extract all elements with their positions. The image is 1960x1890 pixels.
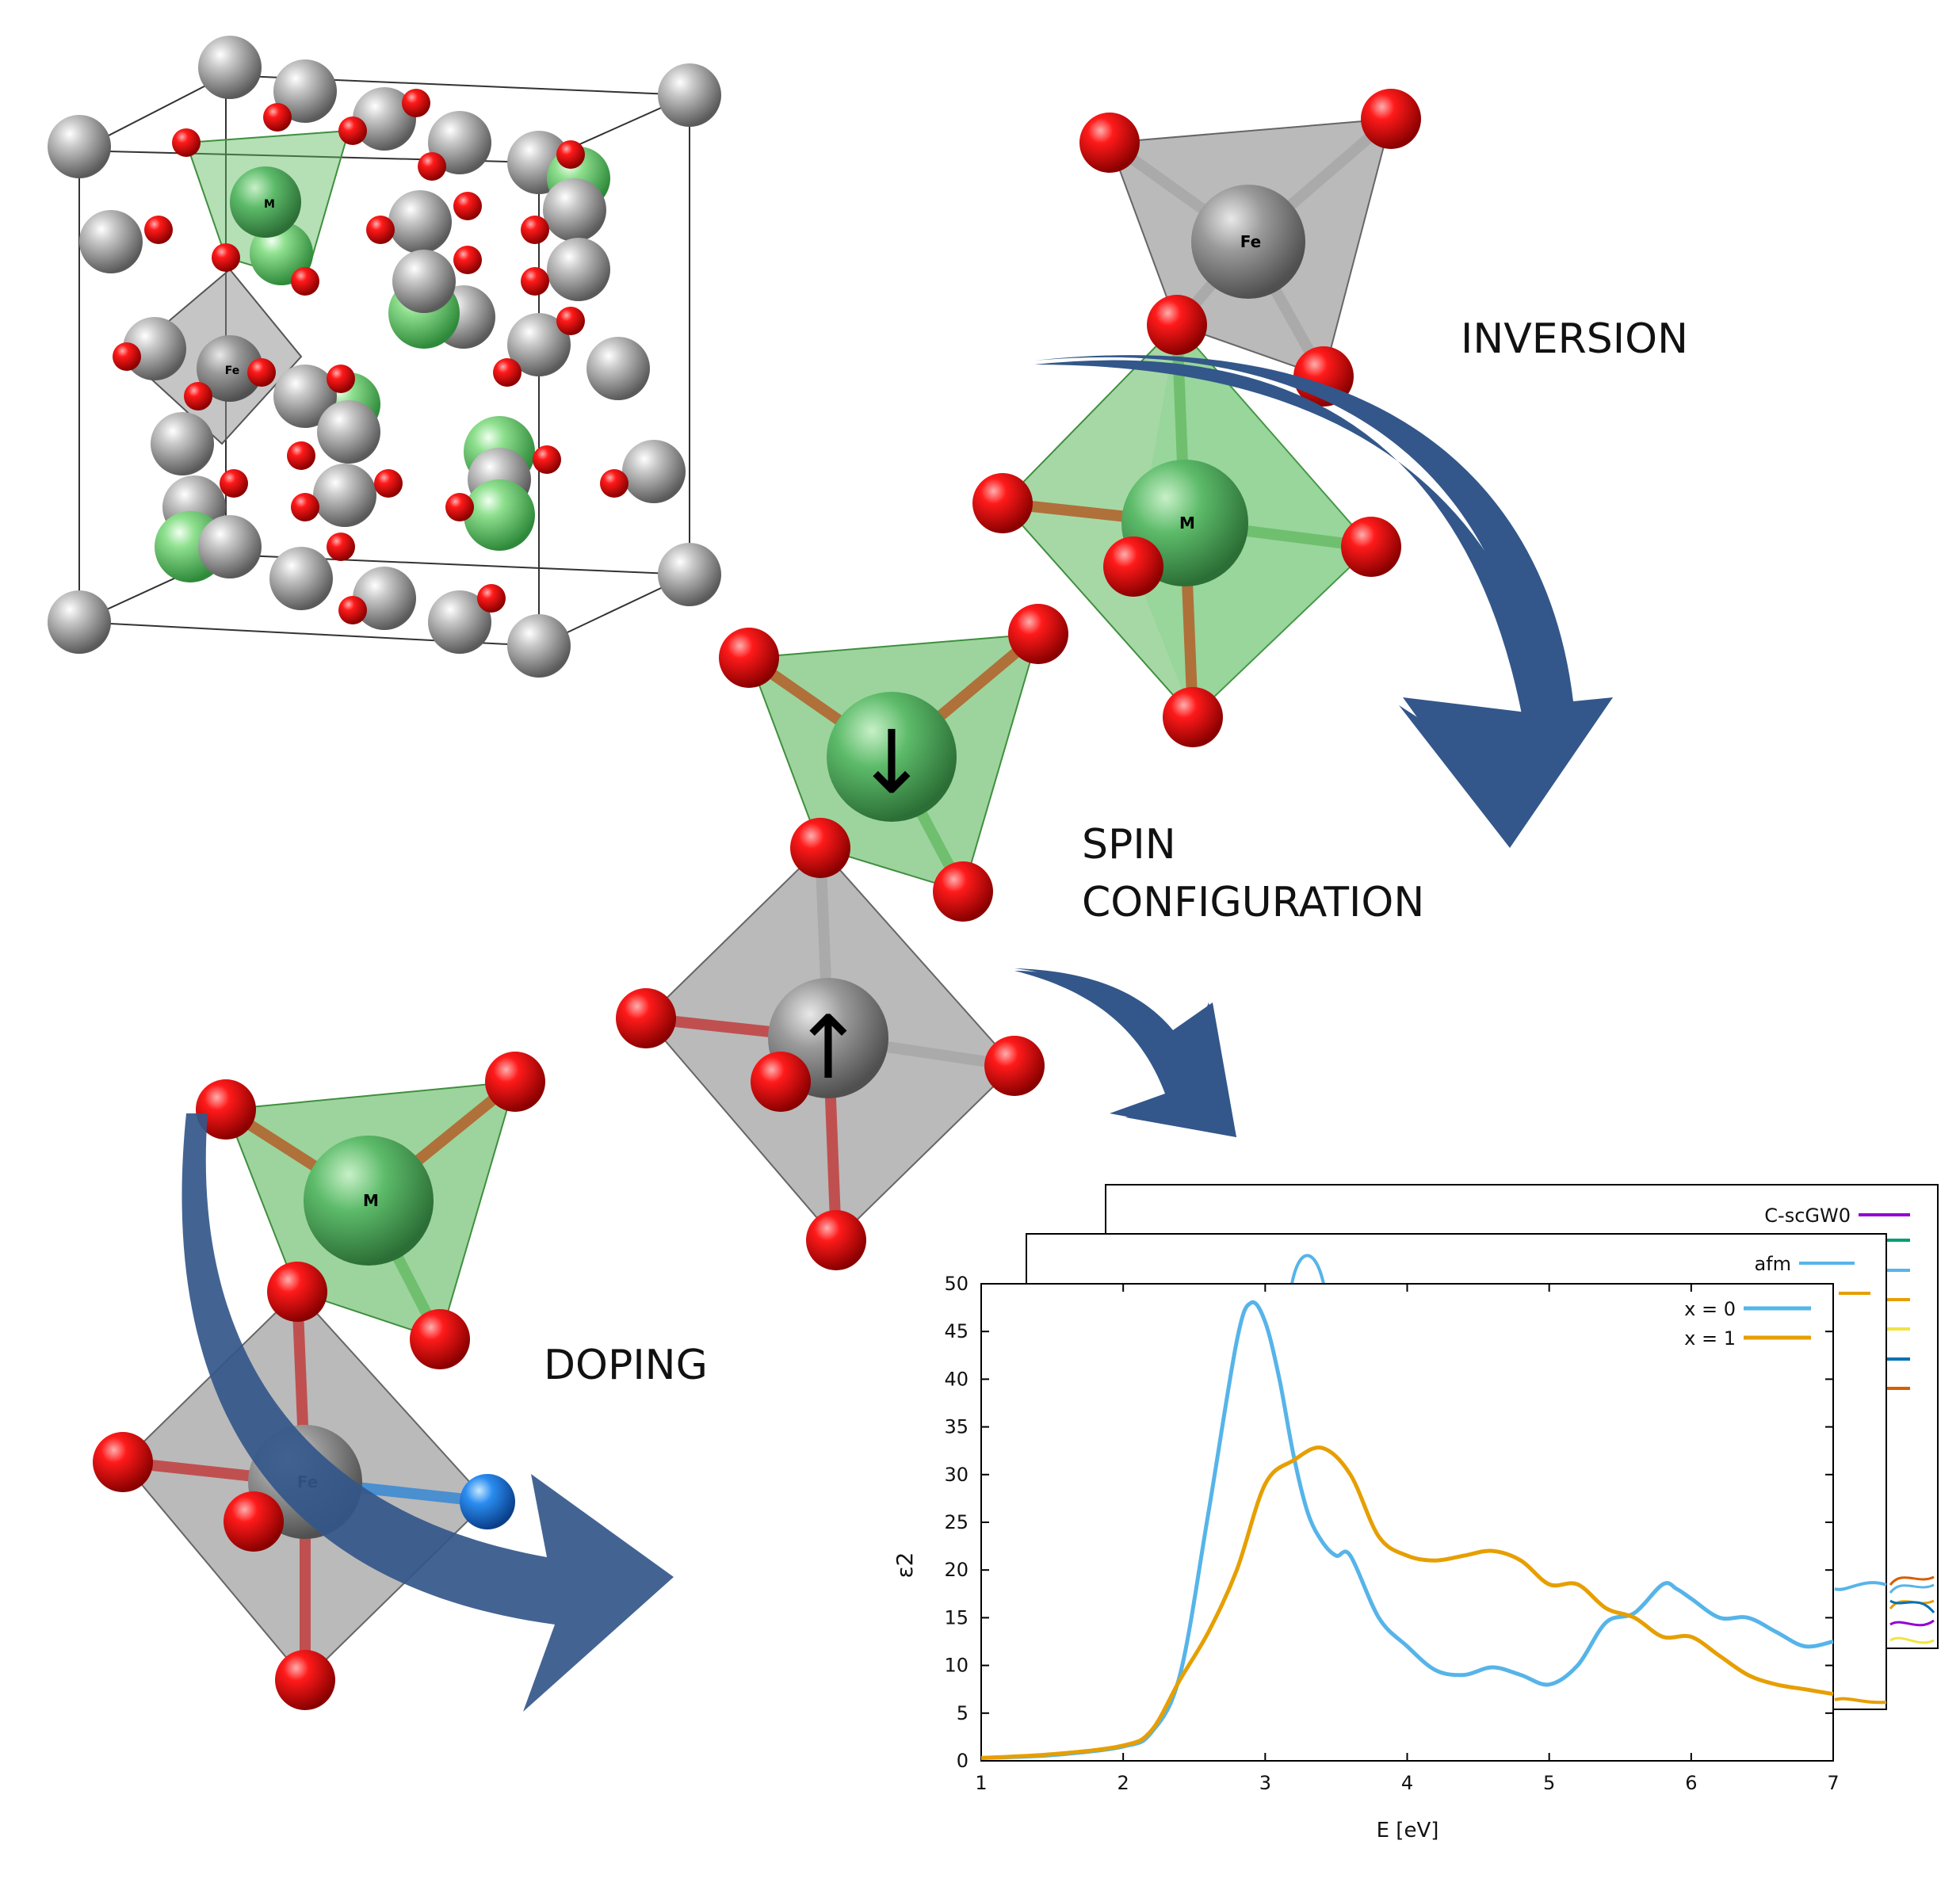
x-tick-label: 3 xyxy=(1259,1772,1271,1794)
y-tick-label: 45 xyxy=(944,1320,969,1342)
doping-cluster: M Fe xyxy=(93,1052,545,1710)
oxygen-atom xyxy=(1341,517,1401,577)
x-tick-label: 2 xyxy=(1118,1772,1129,1794)
oxygen-atom xyxy=(485,1052,545,1112)
oxygen-atom xyxy=(1103,536,1163,597)
x-tick-label: 4 xyxy=(1401,1772,1413,1794)
oxygen-atom xyxy=(1147,295,1207,355)
y-tick-label: 20 xyxy=(944,1559,969,1581)
doping-m-label: M xyxy=(363,1191,379,1210)
fe-atom xyxy=(1191,185,1305,299)
legend-afm: afm xyxy=(1754,1253,1791,1275)
y-tick-label: 5 xyxy=(957,1702,969,1724)
label-configuration: CONFIGURATION xyxy=(1082,879,1424,926)
y-tick-label: 35 xyxy=(944,1416,969,1438)
oxygen-atom xyxy=(1008,604,1068,664)
legend-x0: x = 0 xyxy=(1684,1298,1736,1320)
spin-arrow-head xyxy=(1014,971,1236,1137)
chart-stack: C-scGW0 afm xyxy=(892,1184,1939,1842)
y-tick-label: 50 xyxy=(944,1273,969,1295)
back-panel-tails xyxy=(1889,1575,1935,1644)
oxygen-atom xyxy=(267,1262,327,1322)
x-tick-label: 6 xyxy=(1685,1772,1697,1794)
label-inversion: INVERSION xyxy=(1461,315,1688,363)
y-tick-label: 25 xyxy=(944,1511,969,1533)
x-axis-label: E [eV] xyxy=(1377,1819,1439,1842)
oxygen-atom xyxy=(1361,89,1421,149)
oxygen-atom xyxy=(1079,113,1140,173)
y-axis-label: ε2 xyxy=(892,1552,918,1579)
legend-x1: x = 1 xyxy=(1684,1327,1736,1350)
y-tick-label: 40 xyxy=(944,1368,969,1390)
dopant-atom xyxy=(460,1474,515,1529)
y-tick-label: 30 xyxy=(944,1464,969,1486)
oxygen-atom xyxy=(719,628,779,688)
oxygen-atom xyxy=(984,1036,1045,1096)
oxygen-atom xyxy=(751,1052,811,1112)
oxygen-atom xyxy=(224,1491,284,1552)
y-tick-label: 0 xyxy=(957,1750,969,1772)
m-atom-spin xyxy=(827,692,957,822)
y-tick-label: 10 xyxy=(944,1655,969,1677)
spin-arrow xyxy=(1014,968,1236,1137)
series-line-0 xyxy=(980,1300,1834,1760)
y-tick-label: 15 xyxy=(944,1606,969,1628)
label-doping: DOPING xyxy=(544,1342,708,1389)
front-plot-area xyxy=(980,1283,1834,1762)
spin-cluster: ↓ ↑ xyxy=(616,604,1068,1270)
inversion-m-label: M xyxy=(1179,514,1195,533)
oxygen-atom xyxy=(616,988,676,1048)
oxygen-atom xyxy=(806,1210,866,1270)
cell-atoms xyxy=(48,36,721,678)
x-tick-label: 5 xyxy=(1543,1772,1555,1794)
legend-c-scgw0: C-scGW0 xyxy=(1764,1205,1851,1227)
oxygen-atom xyxy=(1163,687,1223,747)
crystal-unit-cell: M Fe xyxy=(48,36,721,678)
series-line-1 xyxy=(980,1445,1834,1760)
label-spin: SPIN xyxy=(1082,821,1176,869)
oxygen-atom xyxy=(972,473,1033,533)
oxygen-atom xyxy=(410,1309,470,1369)
oxygen-atom xyxy=(790,818,850,878)
inversion-arrow-body xyxy=(1034,355,1613,847)
oxygen-atom xyxy=(275,1650,335,1710)
spin-down-arrow: ↓ xyxy=(855,712,928,813)
cell-m-label: M xyxy=(264,198,275,211)
cell-fe-label: Fe xyxy=(225,365,240,377)
oxygen-atom xyxy=(933,861,993,922)
middle-panel-peak xyxy=(1290,1254,1325,1285)
doping-arrow xyxy=(181,1113,674,1712)
x-tick-label: 7 xyxy=(1827,1772,1839,1794)
inversion-fe-label: Fe xyxy=(1240,232,1261,251)
inversion-arrow xyxy=(1034,360,1613,849)
oxygen-atom xyxy=(196,1079,256,1140)
inversion-cluster: Fe M xyxy=(972,89,1421,747)
m-atom-doping xyxy=(304,1136,434,1266)
x-tick-label: 1 xyxy=(975,1772,987,1794)
front-series xyxy=(980,1300,1834,1760)
oxygen-atom xyxy=(93,1432,153,1492)
